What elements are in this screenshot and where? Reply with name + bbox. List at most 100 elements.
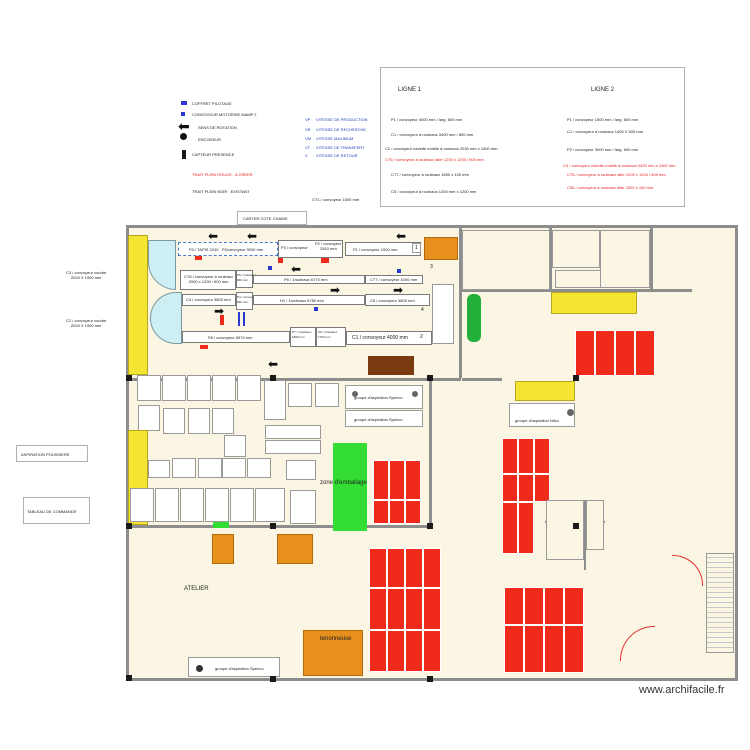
red-cabinet	[544, 625, 564, 673]
coffret-marker-icon	[397, 269, 401, 273]
aspiration-label: ASPIRATION POUSSIERE	[21, 452, 70, 457]
storage-box	[290, 490, 316, 524]
storage-box	[198, 458, 222, 478]
red-cabinet	[635, 330, 655, 376]
storage-box	[288, 383, 312, 407]
label-p1: P1 / convoyeur 1000 mm	[353, 247, 398, 252]
red-cabinet	[534, 438, 550, 474]
legend-note-black: TRAIT PLEIN NOIR : EXISTANT	[192, 189, 250, 194]
code-vp-label: VITESSE DE PRODUCTION	[316, 117, 368, 122]
storage-box	[172, 458, 196, 478]
l1-row-4: CT7 / convoyeur à rouleaux 1600 x 100 mm	[391, 172, 469, 177]
orange-block-2	[212, 534, 234, 564]
storage-box	[130, 488, 154, 522]
wall-mid-h2	[126, 525, 431, 528]
groupe-label-1: groupe d'aspiration Spenco	[354, 395, 403, 400]
label-p2: P2convoyeur 3000 mm	[222, 247, 264, 252]
convoyeur-marker-icon	[181, 112, 185, 116]
rotation-arrow-icon: ⬅	[208, 229, 219, 243]
ct1-top-label: CT1 / convoyeur 1500 mm	[312, 197, 360, 202]
pillar	[126, 675, 132, 681]
legend-item-4: ENCODEUR	[198, 137, 221, 142]
conveyor-p9	[316, 327, 346, 347]
red-cabinet	[387, 630, 405, 672]
label-p5: P5 / 1rouleaux 660 mm	[237, 273, 257, 282]
room-box	[552, 230, 600, 268]
zone-emballage-label: zone d'emballage	[320, 480, 367, 486]
room-box	[586, 500, 604, 550]
carter-label: CARTER COTE CHAINE	[243, 216, 288, 221]
l1-row-0: P1 / convoyeur 4000 mm / larg. 600 mm	[391, 117, 463, 122]
rotation-arrow-icon: ➡	[393, 283, 404, 297]
label-c4: C4 / convoyeur 3800 mm	[186, 297, 231, 302]
conveyor-p7	[290, 327, 316, 347]
groupe-label-4: groupe d'aspiration Spenco	[215, 666, 264, 671]
l2-row-4: CT8 / convoyeur à rouleaux aller 1200 x …	[567, 172, 666, 177]
rotation-arrow-icon: ➡	[214, 304, 225, 318]
red-cabinet	[502, 438, 518, 474]
legend-item-1: COFFRET PILOTAGE	[192, 101, 232, 106]
code-vt-label: VITESSE DE TRANSFERT	[316, 145, 365, 150]
red-cabinet	[423, 548, 441, 588]
red-cabinet	[369, 548, 387, 588]
marker-1-box	[412, 243, 421, 253]
label-c5: C5 / convoyeur 3800 mm	[370, 298, 415, 303]
red-marker	[278, 258, 283, 263]
red-cabinet	[544, 587, 564, 625]
red-cabinet	[405, 460, 421, 500]
room-box	[546, 500, 584, 560]
stair-block	[706, 553, 734, 653]
encoder-icon	[180, 133, 187, 140]
watermark: www.archifacile.fr	[639, 684, 725, 696]
red-cabinet	[387, 588, 405, 630]
code-vt: VT	[305, 145, 311, 150]
tenonneuse-block	[303, 630, 363, 676]
red-cabinet	[373, 500, 389, 524]
groupe-label-2: groupe d'aspiration Spenco	[354, 417, 403, 422]
conveyor-c1	[346, 331, 432, 345]
marker-1: 1	[415, 245, 418, 251]
tableau-label: TABLEAU DE COMMANDE	[27, 509, 77, 514]
zone-emballage	[333, 443, 367, 531]
storage-box	[163, 408, 185, 434]
l1-row-2: C2 / convoyeur navette mobile à rouleaux…	[385, 146, 498, 151]
label-p8: P8 / convoyeur 6570 mm	[208, 335, 253, 340]
room-box	[600, 230, 650, 288]
aspiration-box: ASPIRATION POUSSIERE	[16, 445, 88, 462]
orange-block-3	[277, 534, 313, 564]
code-vm-label: VITESSE MAXIMUM	[316, 136, 354, 141]
storage-box	[237, 375, 261, 401]
red-cabinet	[387, 548, 405, 588]
storage-box	[265, 440, 321, 454]
marker-4: 4	[421, 307, 424, 313]
room-box	[555, 270, 601, 288]
red-cabinet	[595, 330, 615, 376]
conveyor-p8	[182, 331, 290, 343]
coffret-marker-icon	[314, 307, 318, 311]
red-cabinet	[575, 330, 595, 376]
groupe-spenco-2: groupe d'aspiration Spenco	[345, 410, 423, 427]
red-cabinet	[405, 588, 423, 630]
coffret-marker-icon	[238, 312, 240, 326]
legend-item-5: CAPTEUR PRESENCE	[192, 152, 235, 157]
red-cabinet	[389, 500, 405, 524]
code-v-label: VITESSE DE RETOUR	[316, 153, 358, 158]
red-cabinet	[405, 548, 423, 588]
c3-curve-label: C3 / convoyeur courbe 2020 X 1500 mm	[66, 270, 107, 280]
conveyor-p5	[236, 270, 253, 288]
red-cabinet	[405, 500, 421, 524]
storage-box	[137, 375, 161, 401]
red-marker	[200, 345, 208, 349]
label-p3b: P3 / convoyeur	[281, 245, 308, 250]
l1-row-1: C1 / convoyeur à rouleaux 3400 mm / 800 …	[391, 132, 474, 137]
l2-row-2: P2 / convoyeur 3000 mm / larg. 600 mm	[567, 147, 639, 152]
marker-3: 3	[430, 264, 433, 270]
coffret-marker-icon	[268, 266, 272, 270]
label-h1: H1 / 1rouleaux 6780 mm	[280, 298, 324, 303]
yellow-block	[551, 292, 637, 314]
red-cabinet	[518, 502, 534, 554]
red-cabinet	[524, 587, 544, 625]
red-cabinet	[369, 630, 387, 672]
box-near-c1	[432, 284, 454, 344]
groupe-spenco-3: groupe d'aspiration Spenco	[188, 657, 280, 677]
